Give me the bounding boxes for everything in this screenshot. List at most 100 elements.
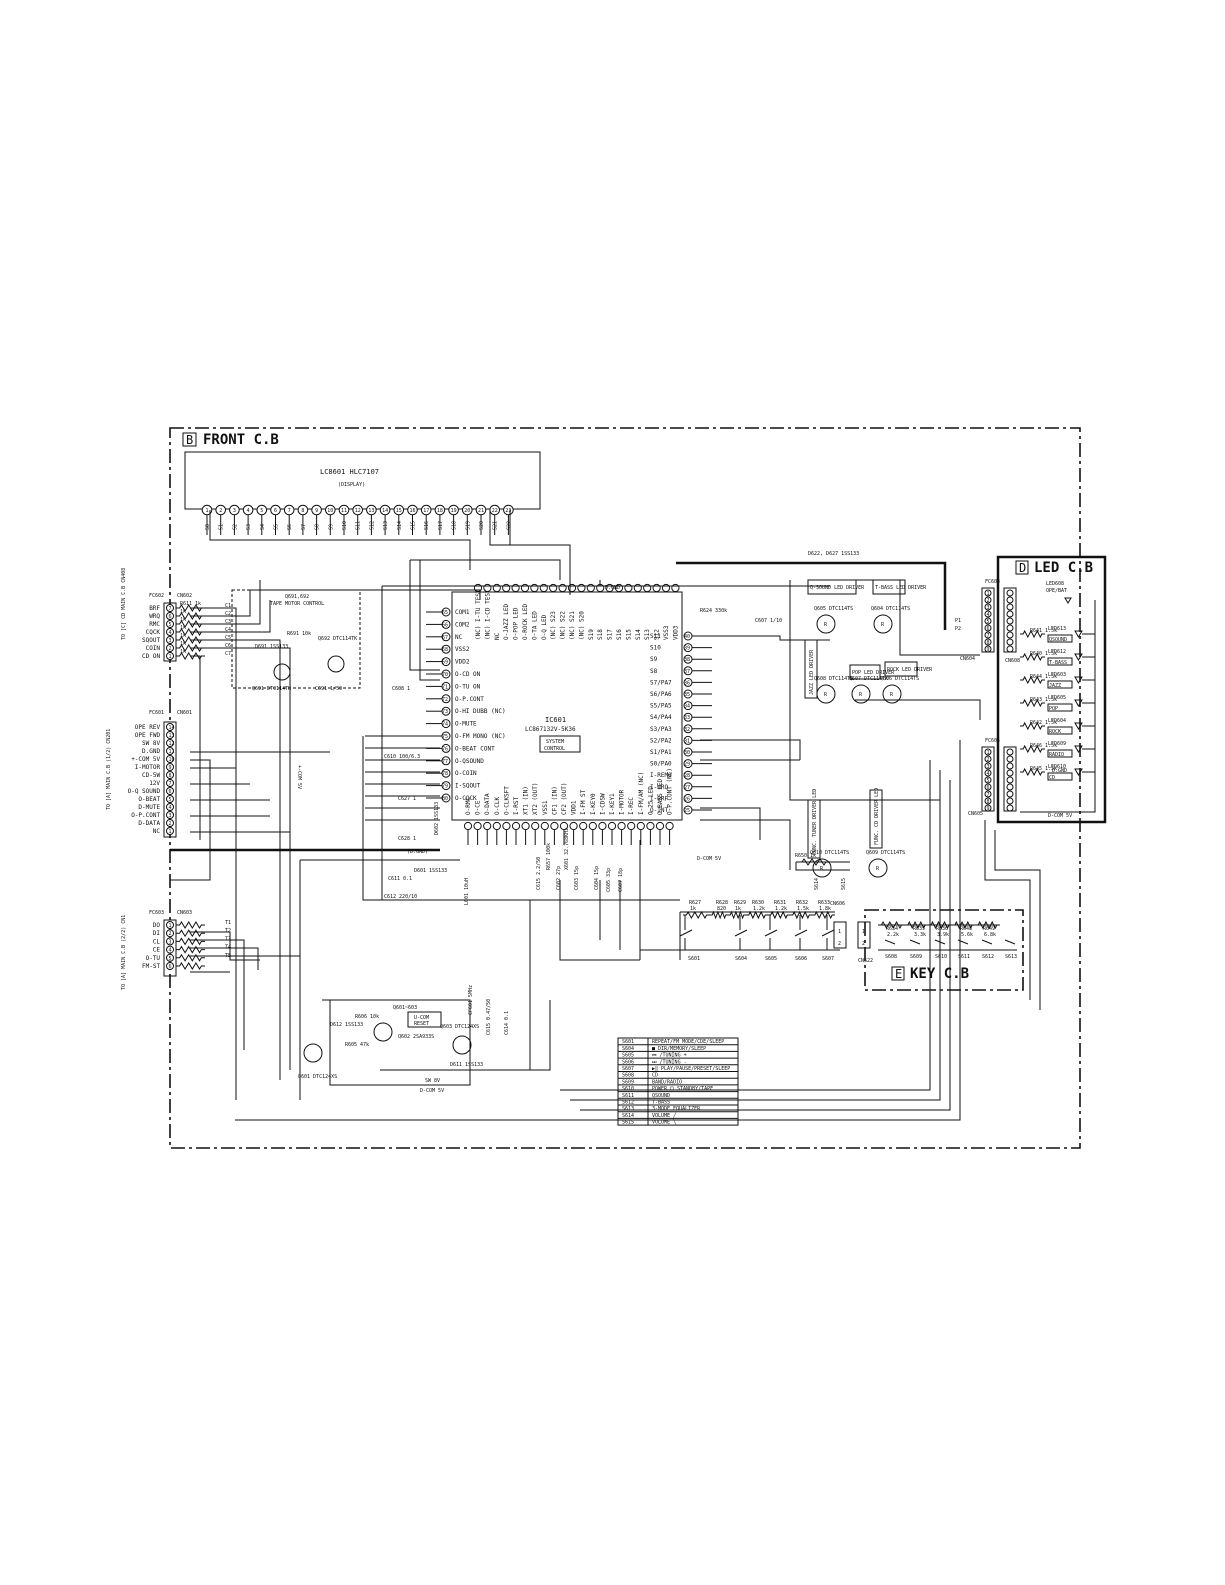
cn604-pin bbox=[984, 631, 992, 639]
key-switch-label: S601 bbox=[688, 956, 700, 962]
tape-motor-label: TAPE MOTOR CONTROL bbox=[270, 601, 324, 607]
keycb-resistor bbox=[928, 920, 952, 930]
led-label: RADIO bbox=[1049, 752, 1064, 758]
lcd-pin-12 bbox=[352, 504, 364, 516]
ic-top-pin-circle bbox=[558, 583, 567, 593]
lcd-pin-14 bbox=[379, 504, 391, 516]
keycb-resistor bbox=[975, 920, 1000, 930]
driver-title: JAZZ LED DRIVER bbox=[809, 649, 815, 695]
cn605-pin-num: 5 bbox=[987, 778, 990, 784]
ic601-ref: IC601 bbox=[545, 716, 566, 724]
cn608-pin bbox=[1006, 617, 1014, 625]
key-s615-label: S615 bbox=[841, 878, 847, 890]
connector-resistor bbox=[176, 620, 205, 628]
q691-label: Q691 DTC114TK bbox=[252, 686, 291, 692]
switch-table-frame bbox=[617, 1037, 739, 1126]
lcd-pin-num-12: 12 bbox=[355, 508, 361, 514]
cn605-pin bbox=[984, 755, 992, 763]
lcd-pin-num-22: 22 bbox=[492, 508, 498, 514]
cn604-pin-num: 8 bbox=[987, 640, 990, 646]
lcd-pin-7 bbox=[283, 504, 295, 516]
connector-pin bbox=[166, 731, 174, 739]
connector-pin-num: 6 bbox=[169, 964, 172, 970]
connector-net-label: C1 bbox=[225, 603, 231, 609]
ic-bottom-pin-label: I-KEY0 bbox=[590, 793, 597, 815]
switch-table-id: S614 bbox=[622, 1113, 634, 1119]
ic-left-pin-label: COM1 bbox=[455, 609, 470, 616]
ic-bottom-pin-label: I-REC bbox=[628, 797, 635, 815]
ic-right-pin-num: 31 bbox=[684, 738, 690, 744]
lcd-seg-label: S5 bbox=[274, 524, 280, 530]
cn604-pin-num: 1 bbox=[987, 591, 990, 597]
led-label-box bbox=[1047, 680, 1073, 689]
connector-net-label: C5 bbox=[225, 635, 231, 641]
driver-transistor-label: Q609 DTC114TS bbox=[866, 850, 905, 856]
lcd-seg-label: S7 bbox=[301, 524, 307, 530]
connector-resistor bbox=[176, 604, 205, 612]
connector-pin-num: 6 bbox=[169, 789, 172, 795]
key-resistor-value: 1.2k bbox=[775, 906, 787, 912]
lcd-pin-6 bbox=[270, 504, 281, 516]
ic-top-pin-circle bbox=[643, 583, 652, 593]
lcd-pins: 1S02S13S24S35S46S57S68S79S810S911S1012S1… bbox=[201, 504, 514, 535]
led-resistor bbox=[1020, 629, 1045, 639]
driver-bias-mark: R bbox=[876, 866, 880, 872]
ic-left-pin-num: 80 bbox=[442, 796, 448, 802]
ic-bottom-pin-circle bbox=[463, 821, 473, 831]
driver-bias-mark: R bbox=[824, 692, 828, 698]
key-s614-label: S614 bbox=[814, 878, 820, 890]
part-label: C605 33p bbox=[606, 868, 612, 892]
led-name: LED609 bbox=[1048, 741, 1066, 747]
led-label-box bbox=[1047, 726, 1073, 735]
net-d-gnd-left: (D.GND) bbox=[407, 849, 428, 855]
driver-transistor-label: Q605 DTC114TS bbox=[814, 606, 853, 612]
ic-left-pin-num: 78 bbox=[442, 771, 448, 777]
ic-bottom-pin-label: O-P.CONT (NC) bbox=[667, 768, 674, 815]
connector-resistor bbox=[176, 945, 205, 954]
front-cb-letter: B bbox=[186, 433, 193, 447]
cn608-pin bbox=[1006, 638, 1014, 646]
key-resistor-ref: R627 bbox=[689, 900, 701, 906]
lcd-pin-20 bbox=[462, 504, 473, 516]
driver-bias-mark: R bbox=[890, 692, 894, 698]
ic-top-pin-label: O-TA LED bbox=[531, 611, 538, 640]
cn605-pin bbox=[984, 762, 992, 770]
ic-left-pin-num: 73 bbox=[442, 709, 448, 715]
led-name: LED610 bbox=[1048, 764, 1066, 770]
driver-transistor-symbol bbox=[812, 858, 832, 878]
ic-right-pin-num: 40 bbox=[684, 634, 690, 640]
led-resistor bbox=[1020, 744, 1045, 754]
ic-left-pin-label: O-QSOUND bbox=[455, 758, 484, 765]
ic-bottom-pin-circle bbox=[665, 821, 674, 831]
ic-bottom-pin-label: I-FM ST bbox=[580, 789, 587, 815]
ic-bottom-pin-circle bbox=[607, 821, 617, 831]
driver-transistor-label: Q610 DTC114TS bbox=[810, 850, 849, 856]
ic-bottom-pin-circle bbox=[473, 821, 482, 831]
connector-signal: SQOUT bbox=[142, 637, 160, 644]
lcd-seg-label: S10 bbox=[342, 521, 348, 530]
driver-transistor-label: Q604 DTC114TS bbox=[871, 606, 910, 612]
ic-right-pin-num: 35 bbox=[684, 692, 690, 698]
keycb-resistor-value: 2.2k bbox=[887, 932, 899, 938]
ic-top-pin-circle bbox=[492, 583, 501, 593]
ic-right-pin-num: 33 bbox=[684, 715, 690, 721]
connector-signal: DO bbox=[153, 922, 161, 929]
ic-bottom-pin-label: I-KEY1 bbox=[609, 793, 616, 815]
lcd-seg-label: S11 bbox=[356, 521, 362, 530]
cn605-pin-num: 8 bbox=[987, 799, 990, 805]
driver-bias-mark: R bbox=[820, 866, 824, 872]
ic-bottom-pin-circle bbox=[483, 821, 492, 831]
cn604-pin bbox=[984, 638, 992, 646]
ic-top-pin-circle bbox=[502, 583, 511, 593]
connector-pin bbox=[166, 795, 174, 803]
ic-right-pin-label: S5/PA5 bbox=[650, 703, 672, 710]
connector-resistor bbox=[176, 921, 205, 929]
connector-pin bbox=[166, 739, 174, 747]
key-resistor-value: 1.5k bbox=[797, 906, 809, 912]
connector-pin bbox=[166, 779, 174, 787]
driver-transistor-symbol bbox=[882, 684, 902, 704]
connector-pin bbox=[166, 803, 174, 811]
connector-pin bbox=[166, 620, 174, 628]
ic-top-pin-circle bbox=[586, 583, 595, 593]
